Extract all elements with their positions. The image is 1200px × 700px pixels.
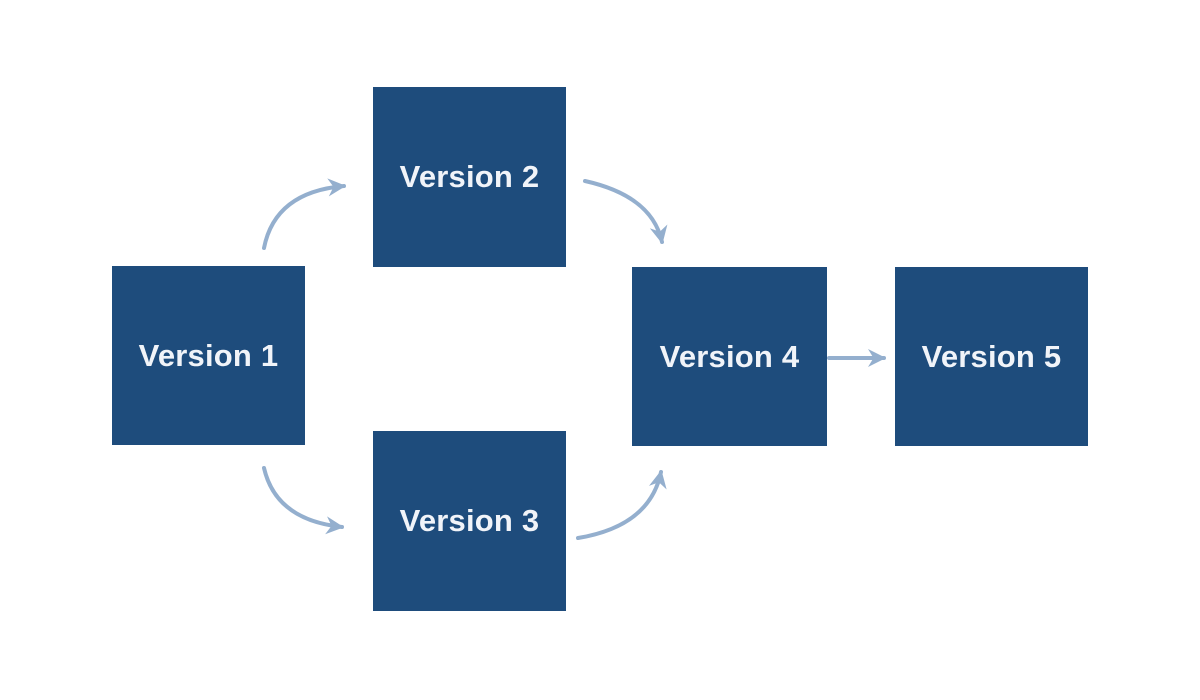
node-version-2-label: Version 2	[399, 159, 540, 194]
node-version-1: Version 1	[112, 266, 305, 445]
node-version-5: Version 5	[895, 267, 1088, 446]
node-version-4: Version 4	[632, 267, 827, 446]
arrow-version-1-to-version-3	[262, 466, 344, 535]
node-version-5-label: Version 5	[921, 338, 1062, 374]
arrow-version-3-to-version-4	[576, 470, 667, 540]
node-version-2: Version 2	[373, 87, 566, 267]
node-version-1-label: Version 1	[138, 337, 279, 373]
arrow-version-1-to-version-2	[262, 178, 346, 250]
node-version-4-label: Version 4	[659, 338, 800, 374]
node-version-3: Version 3	[373, 431, 566, 611]
node-version-3-label: Version 3	[399, 503, 540, 538]
arrow-version-2-to-version-4	[583, 179, 668, 244]
